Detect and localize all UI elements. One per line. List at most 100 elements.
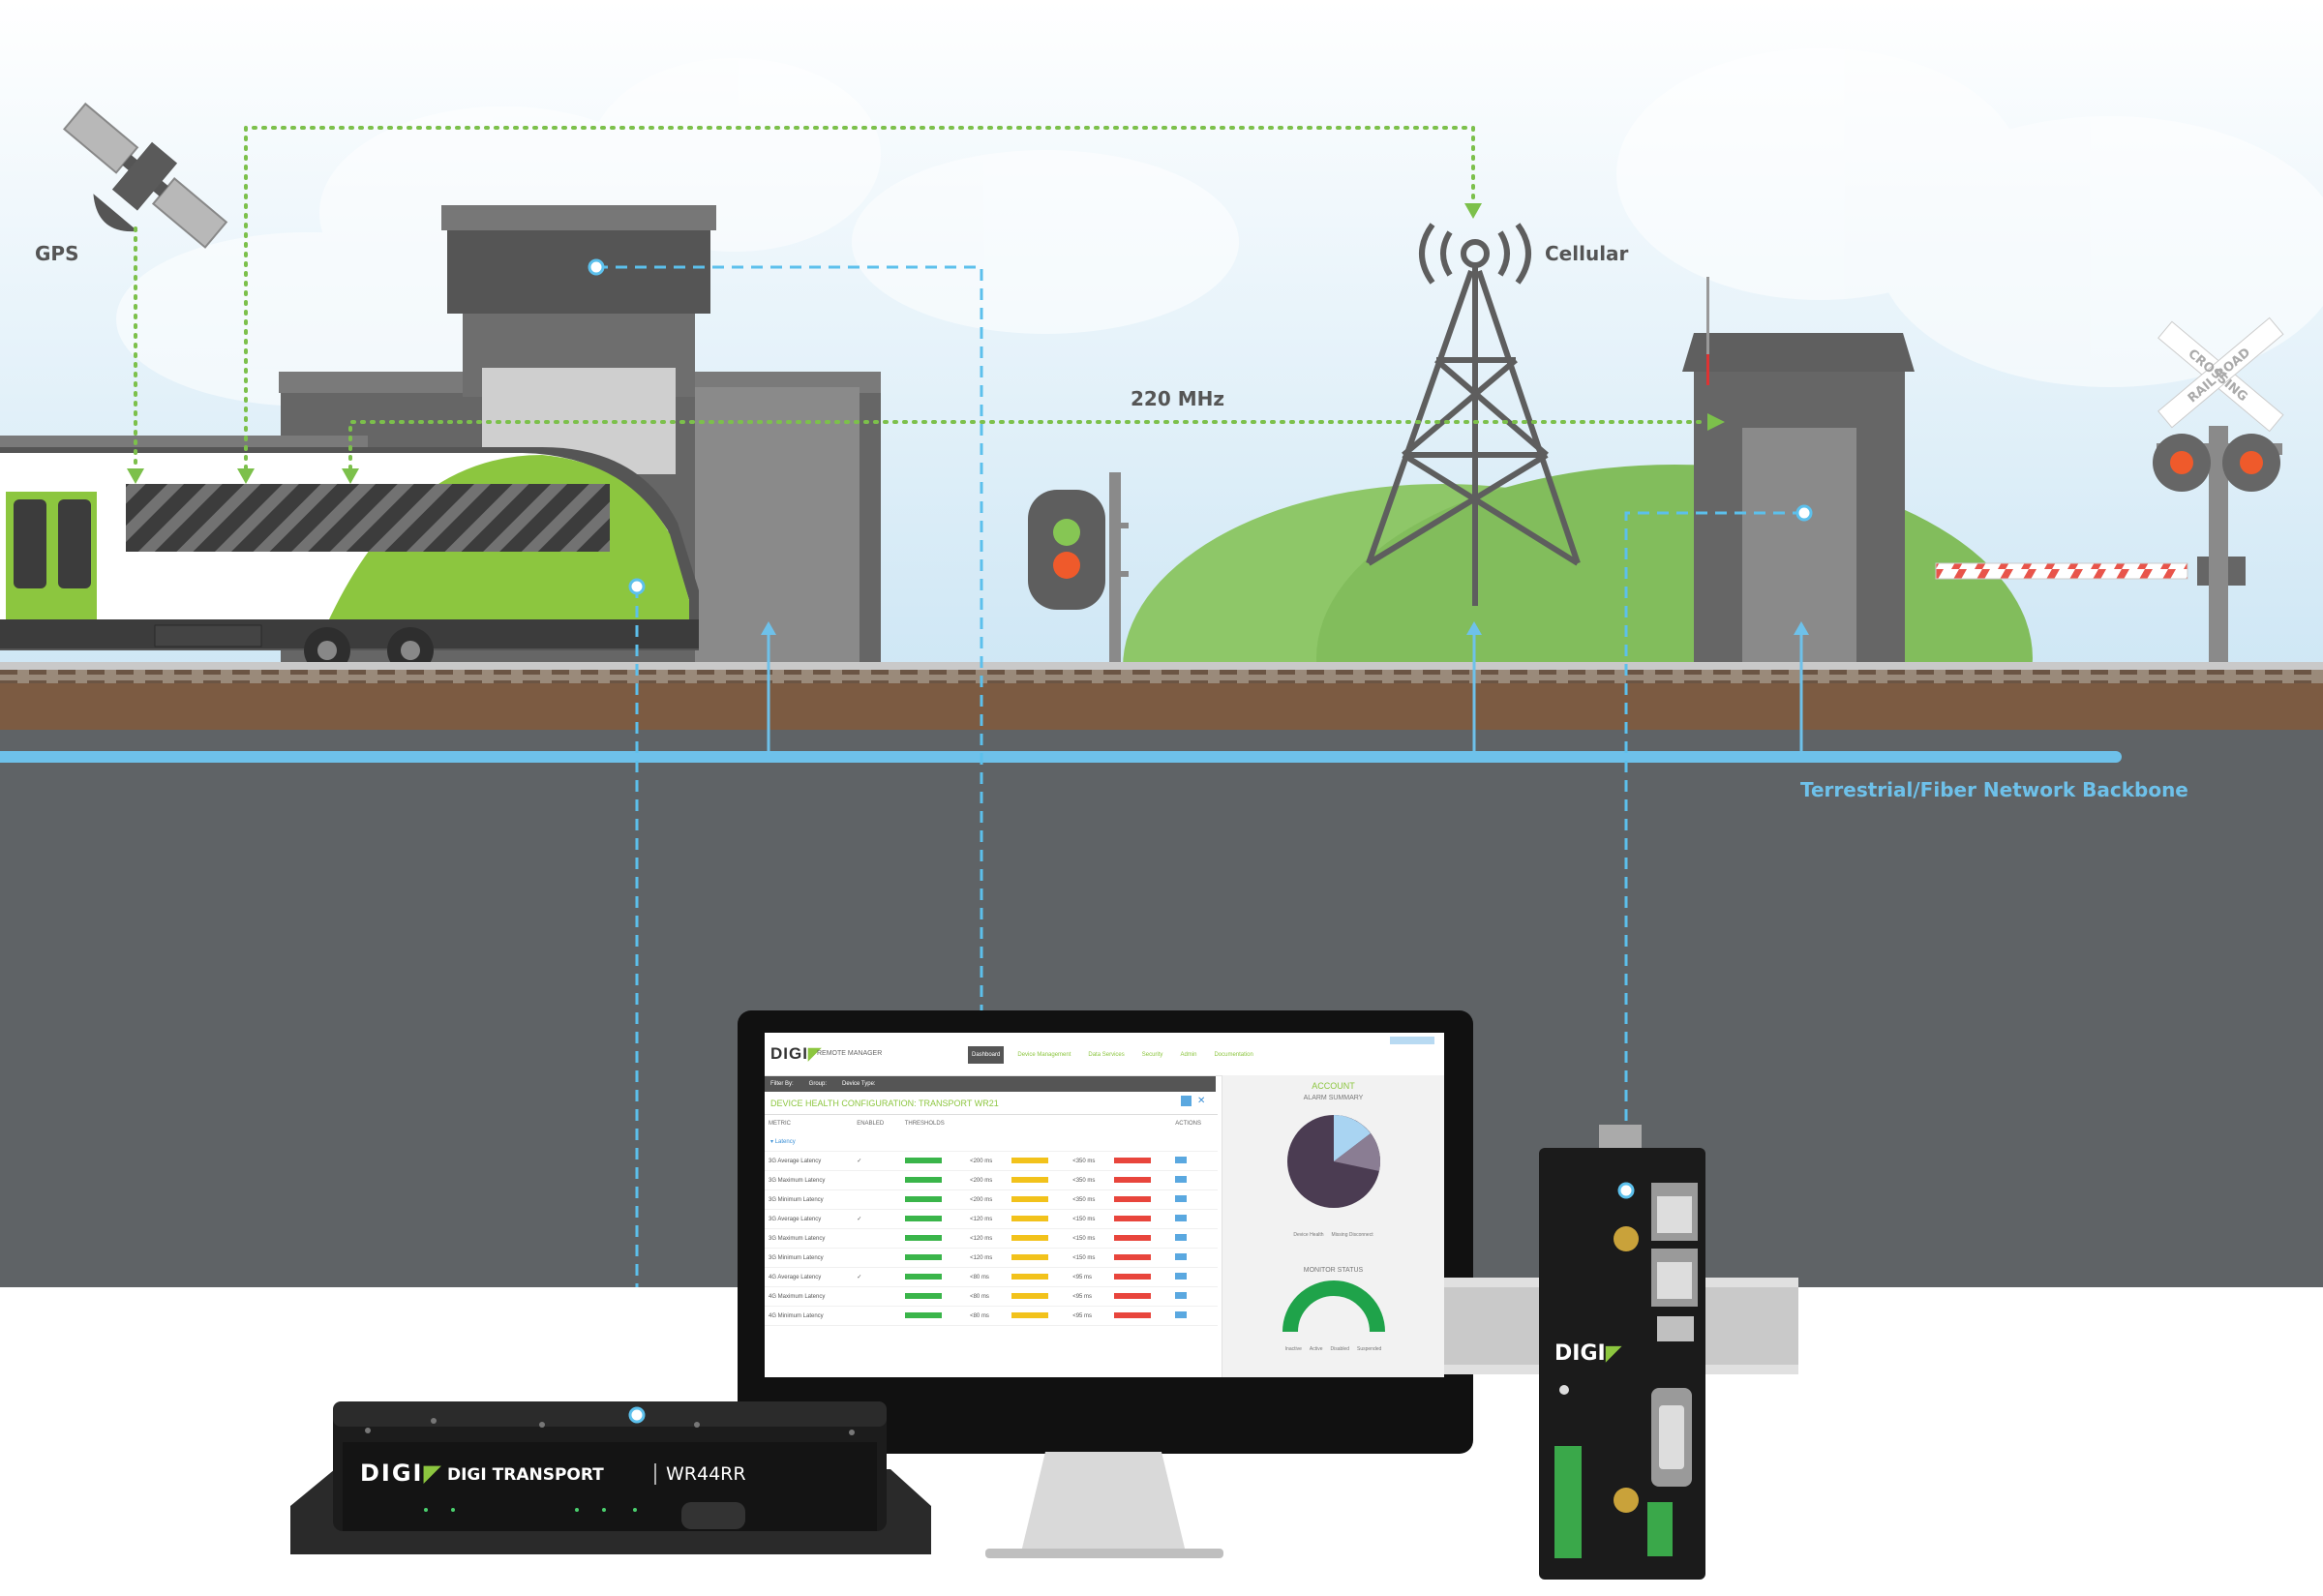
enabled-check[interactable] [853,1228,901,1249]
link-endpoints [588,258,1813,595]
metric-name: 3G Maximum Latency [765,1170,854,1190]
metric-name: 3G Maximum Latency [765,1228,854,1249]
threshold-warn-value: <350 ms [1069,1151,1111,1171]
edit-button[interactable] [1171,1151,1218,1171]
threshold-bad [1110,1189,1172,1210]
edit-button[interactable] [1171,1267,1218,1287]
threshold-warn-value: <350 ms [1069,1189,1111,1210]
close-icon[interactable]: ✕ [1197,1096,1206,1106]
col-actions: ACTIONS [1175,1121,1201,1127]
threshold-good-value: <200 ms [966,1151,1008,1171]
enabled-check[interactable] [853,1170,901,1190]
router-product: DIGI TRANSPORT [447,1465,604,1485]
threshold-warn-value: <95 ms [1069,1286,1111,1307]
metrics-table: METRIC ENABLED THRESHOLDS ACTIONS ▾ Late… [765,1115,1218,1326]
cellular-label: Cellular [1545,242,1629,265]
edit-button[interactable] [1171,1306,1218,1326]
threshold-warn-value: <350 ms [1069,1170,1111,1190]
track-bed [0,683,2323,730]
health-config-panel: DEVICE HEALTH CONFIGURATION: TRANSPORT W… [765,1093,1218,1377]
nav-security[interactable]: Security [1141,1052,1163,1058]
threshold-warn-value: <95 ms [1069,1306,1111,1326]
enabled-check[interactable]: ✓ [853,1151,901,1171]
nav-dashboard[interactable]: Dashboard [968,1046,1005,1064]
threshold-bad [1110,1248,1172,1268]
account-button[interactable] [1390,1037,1434,1044]
edit-button[interactable] [1171,1189,1218,1210]
threshold-good-value: <80 ms [966,1267,1008,1287]
threshold-warn-value: <150 ms [1069,1209,1111,1229]
edit-button[interactable] [1171,1248,1218,1268]
nav-admin[interactable]: Admin [1180,1052,1197,1058]
info-button[interactable] [1181,1096,1192,1106]
frequency-label: 220 MHz [1131,387,1224,410]
enabled-check[interactable] [853,1248,901,1268]
metric-name: 4G Maximum Latency [765,1286,854,1307]
table-row: 3G Minimum Latency<200 ms<350 ms [765,1189,1218,1210]
threshold-warn [1007,1286,1070,1307]
threshold-good-value: <120 ms [966,1248,1008,1268]
backbone-uplinks [761,621,1809,753]
threshold-bad [1110,1170,1172,1190]
table-row: 3G Maximum Latency<120 ms<150 ms [765,1228,1218,1249]
router-brand: DIGI◤ [360,1460,443,1487]
panel-title: DEVICE HEALTH CONFIGURATION: TRANSPORT W… [765,1093,1218,1115]
rail [0,662,2323,670]
threshold-bad [1110,1286,1172,1307]
railroad-crossing: RAIL ROAD CROSSING [1935,316,2284,662]
dashboard-nav: Dashboard Device Management Data Service… [968,1046,1257,1064]
group-filter[interactable]: Group: [808,1081,828,1087]
threshold-bad [1110,1228,1172,1249]
edit-button[interactable] [1171,1209,1218,1229]
threshold-good [900,1267,967,1287]
col-metric: METRIC [769,1121,791,1127]
cellular-tower [1366,223,1581,606]
enabled-check[interactable]: ✓ [853,1267,901,1287]
router-model: WR44RR [654,1463,746,1485]
device-type-filter[interactable]: Device Type: [842,1081,876,1087]
backbone-label: Terrestrial/Fiber Network Backbone [1800,778,2188,801]
threshold-warn [1007,1209,1070,1229]
wr44rr-router [290,1401,931,1554]
threshold-good-value: <120 ms [966,1209,1008,1229]
enabled-check[interactable] [853,1306,901,1326]
railroad-ties [0,670,2323,683]
edit-button[interactable] [1171,1286,1218,1307]
gps-label: GPS [35,242,79,265]
enabled-check[interactable]: ✓ [853,1209,901,1229]
account-title: ACCOUNT [1312,1081,1355,1091]
threshold-good [900,1306,967,1326]
table-row: 4G Maximum Latency <80 ms <95 ms [765,1286,1218,1307]
enabled-check[interactable] [853,1286,901,1307]
threshold-good [900,1170,967,1190]
alarm-summary-title: ALARM SUMMARY [1303,1095,1364,1101]
threshold-warn [1007,1151,1070,1171]
threshold-warn-value: <150 ms [1069,1228,1111,1249]
wireless-links [134,126,1709,470]
nav-device-management[interactable]: Device Management [1017,1052,1071,1058]
edit-button[interactable] [1171,1170,1218,1190]
edit-button[interactable] [1171,1228,1218,1249]
metric-name: 3G Average Latency [765,1209,854,1229]
threshold-warn [1007,1267,1070,1287]
commuter-train [0,436,699,674]
threshold-bad [1110,1151,1172,1171]
metric-name: 3G Minimum Latency [765,1189,854,1210]
threshold-good [900,1189,967,1210]
metric-name: 3G Average Latency [765,1151,854,1171]
threshold-good [900,1248,967,1268]
wired-links [596,265,1804,1415]
dashboard-logo: DIGI◤ [770,1044,823,1063]
threshold-warn [1007,1306,1070,1326]
threshold-good-value: <80 ms [966,1286,1008,1307]
enabled-check[interactable] [853,1189,901,1210]
threshold-good [900,1151,967,1171]
group-latency[interactable]: ▾ Latency [765,1132,1218,1152]
threshold-good-value: <200 ms [966,1170,1008,1190]
industrial-router [1539,1125,1705,1580]
nav-documentation[interactable]: Documentation [1214,1052,1253,1058]
nav-data-services[interactable]: Data Services [1088,1052,1125,1058]
